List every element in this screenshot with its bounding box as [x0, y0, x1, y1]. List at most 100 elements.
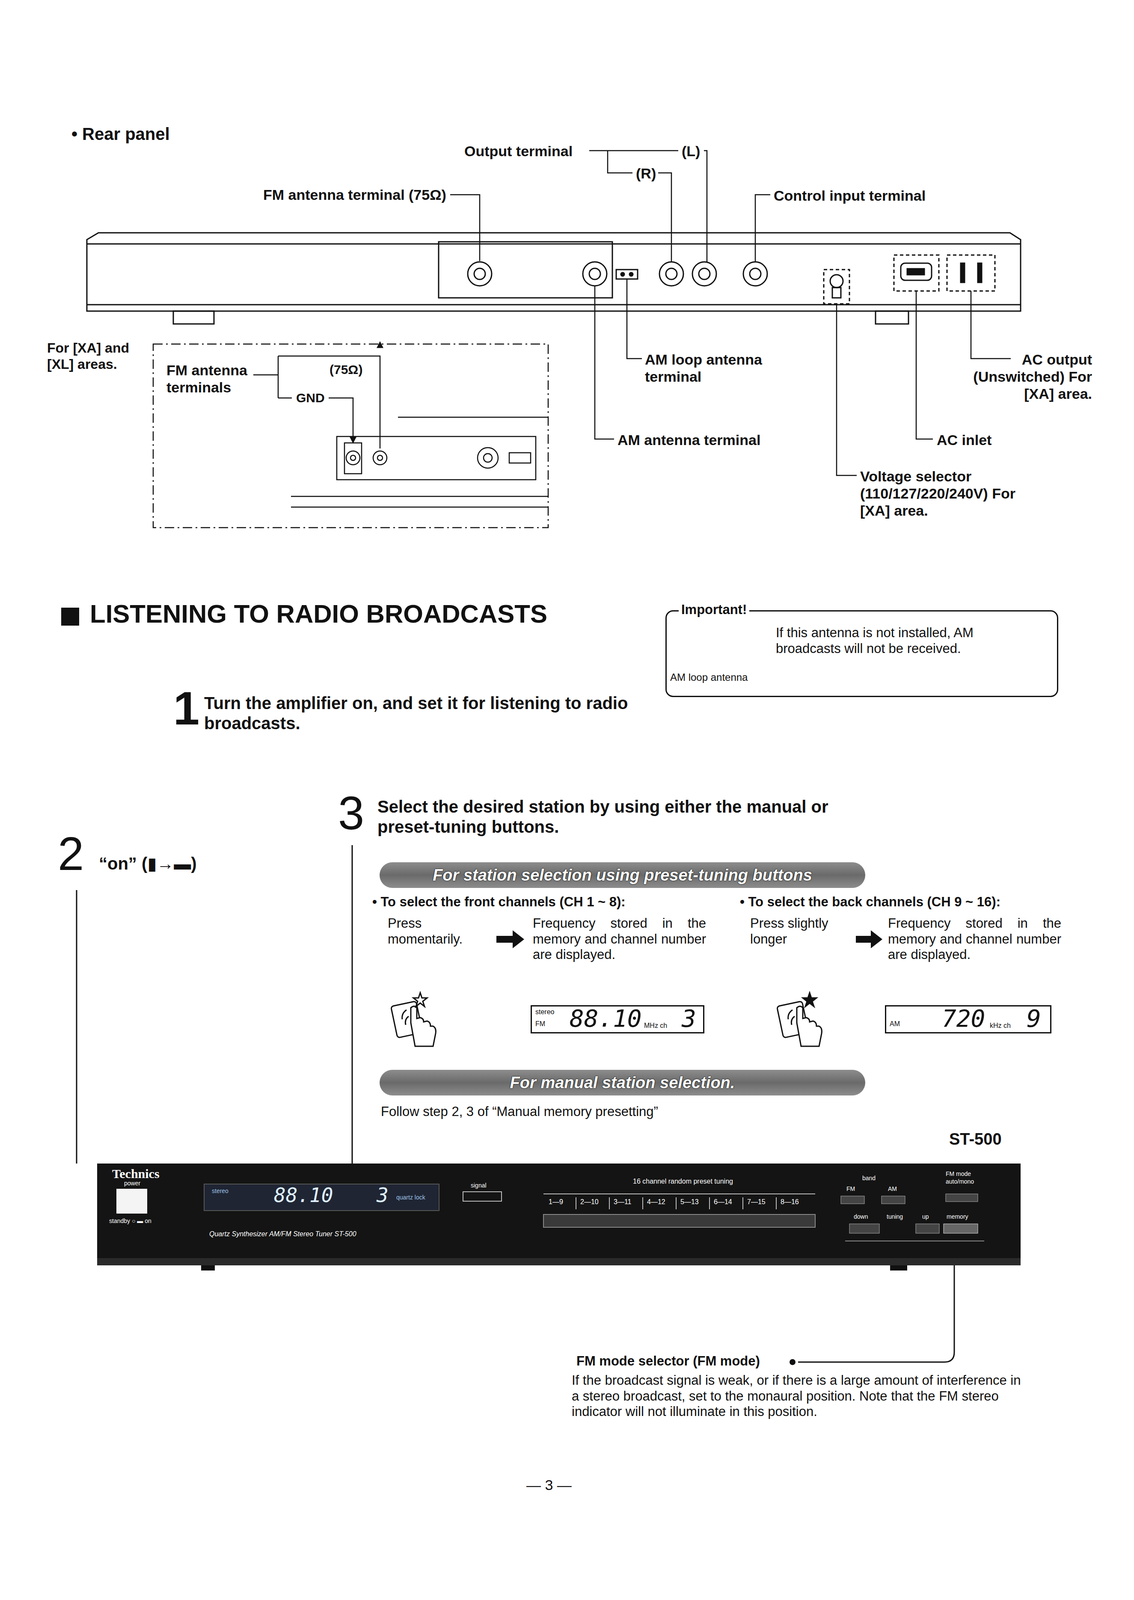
- drawing-stroke: [802, 992, 817, 1007]
- panel-marking: quartz lock: [396, 1193, 426, 1202]
- node-text: 3: [681, 1006, 697, 1031]
- label-text: • Rear panel: [71, 124, 170, 145]
- node-text: MHz ch: [644, 1021, 668, 1031]
- drawing-stroke: [915, 1223, 940, 1234]
- drawing-stroke: [344, 442, 362, 474]
- label-text: If the broadcast signal is weak, or if t…: [571, 1372, 1026, 1420]
- node-text: Important!: [678, 602, 750, 618]
- label-text: Control input terminal: [773, 187, 926, 205]
- label-text: FM antenna terminal (75Ω): [263, 186, 447, 204]
- display-readout: AM 720kHz ch 9: [884, 1005, 1052, 1034]
- panel-marking: 7—15: [747, 1198, 766, 1207]
- band-title: For station selection using preset-tunin…: [432, 865, 813, 885]
- drawing-stroke: [616, 269, 638, 280]
- drawing-stroke: [377, 455, 383, 461]
- front-panel: [97, 1163, 1021, 1271]
- label-text: — 3 —: [526, 1476, 572, 1494]
- drawing-stroke: [823, 269, 850, 304]
- drawing-stroke: [589, 268, 601, 280]
- label-text: Follow step 2, 3 of “Manual memory prese…: [380, 1104, 659, 1120]
- drawing-stroke: [173, 311, 214, 324]
- important-box: Important!AM loop antennaIf this antenna…: [665, 610, 1059, 698]
- panel-marking: down: [853, 1213, 868, 1221]
- drawing-stroke: [582, 261, 607, 286]
- drawing-stroke: [509, 452, 531, 464]
- label-text: For [XA] and [XL] areas.: [47, 340, 150, 373]
- panel-marking: stereo: [211, 1187, 229, 1195]
- drawing-stroke: [749, 268, 761, 280]
- node-text: 720: [941, 1006, 986, 1031]
- drawing-stroke: [743, 261, 768, 286]
- label-text: “on” (▮→▬): [98, 853, 197, 874]
- label-text: 2: [57, 825, 84, 882]
- drawing-stroke: [830, 274, 844, 288]
- heading-square: [61, 607, 80, 626]
- drawing-stroke: [153, 344, 549, 528]
- drawing-stroke: [413, 992, 428, 1007]
- drawing-stroke: [692, 261, 717, 286]
- drawing-stroke: [467, 261, 492, 286]
- label-text: Frequency stored in the memory and chann…: [887, 915, 1062, 963]
- drawing-stroke: [477, 447, 499, 469]
- panel-marking: Quartz Synthesizer AM/FM Stereo Tuner ST…: [209, 1230, 357, 1239]
- drawing-stroke: [840, 1196, 865, 1204]
- drawing-stroke: [543, 1193, 816, 1210]
- drawing-stroke: [698, 268, 710, 280]
- drawing-stroke: [346, 451, 360, 465]
- node-text: AM: [889, 1020, 900, 1029]
- band-title: For manual station selection.: [510, 1073, 736, 1093]
- node-text: 9: [1026, 1006, 1042, 1031]
- drawing-stroke: [350, 455, 356, 461]
- drawing-stroke: [336, 436, 536, 480]
- panel-marking: 16 channel random preset tuning: [632, 1177, 734, 1186]
- drawing-stroke: [890, 1265, 908, 1271]
- drawing-stroke: [543, 1214, 816, 1228]
- drawing-stroke: [798, 1265, 955, 1363]
- drawing-stroke: [893, 255, 939, 291]
- drawing-stroke: [290, 417, 549, 508]
- drawing-stroke: [943, 1223, 978, 1234]
- drawing-stroke: [946, 255, 995, 291]
- section-heading: LISTENING TO RADIO BROADCASTS: [89, 599, 548, 630]
- drawing-stroke: [776, 992, 822, 1047]
- drawing-stroke: [351, 845, 354, 1164]
- drawing-stroke: [960, 263, 965, 283]
- drawing-stroke: [916, 290, 933, 440]
- drawing-stroke: [201, 1265, 215, 1271]
- drawing-stroke: [970, 290, 1011, 359]
- label-text: (75Ω): [329, 362, 363, 378]
- drawing-stroke: [620, 272, 625, 277]
- drawing-stroke: [977, 263, 982, 283]
- panel-marking: up: [922, 1213, 930, 1221]
- label-text: Frequency stored in the memory and chann…: [532, 915, 707, 963]
- panel-marking: signal: [470, 1181, 487, 1190]
- panel-marking: memory: [946, 1213, 969, 1221]
- node-text: stereo: [535, 1008, 555, 1017]
- label-text: ST-500: [949, 1129, 1002, 1149]
- label-text: AC inlet: [936, 431, 992, 449]
- drawing-stroke: [474, 268, 486, 280]
- display-readout: stereoFM88.10MHz ch3: [530, 1005, 705, 1034]
- panel-marking: 4—12: [647, 1198, 666, 1207]
- drawing-stroke: [789, 1359, 796, 1366]
- drawing-stroke: [900, 263, 932, 281]
- drawing-stroke: [594, 285, 615, 440]
- label-text: 1: [173, 680, 200, 737]
- drawing-stroke: [907, 268, 925, 275]
- label-text: FM antenna terminals: [166, 361, 270, 396]
- panel-marking: power: [124, 1179, 141, 1188]
- node-text: AM loop antenna: [670, 671, 748, 684]
- label-text: Press slightly longer: [750, 915, 853, 947]
- panel-marking: AM: [887, 1185, 897, 1193]
- drawing-stroke: [875, 311, 909, 324]
- drawing-stroke: [253, 356, 380, 449]
- node-text: kHz ch: [989, 1021, 1011, 1031]
- panel-marking: 2—10: [580, 1198, 599, 1207]
- drawing-stroke: [204, 1184, 440, 1211]
- panel-marking: auto/mono: [945, 1178, 974, 1186]
- drawing-stroke: [410, 1006, 436, 1047]
- drawing-stroke: [836, 303, 857, 476]
- drawing-stroke: [849, 1223, 880, 1234]
- label-text: AC output (Unswitched) For [XA] area.: [972, 350, 1093, 403]
